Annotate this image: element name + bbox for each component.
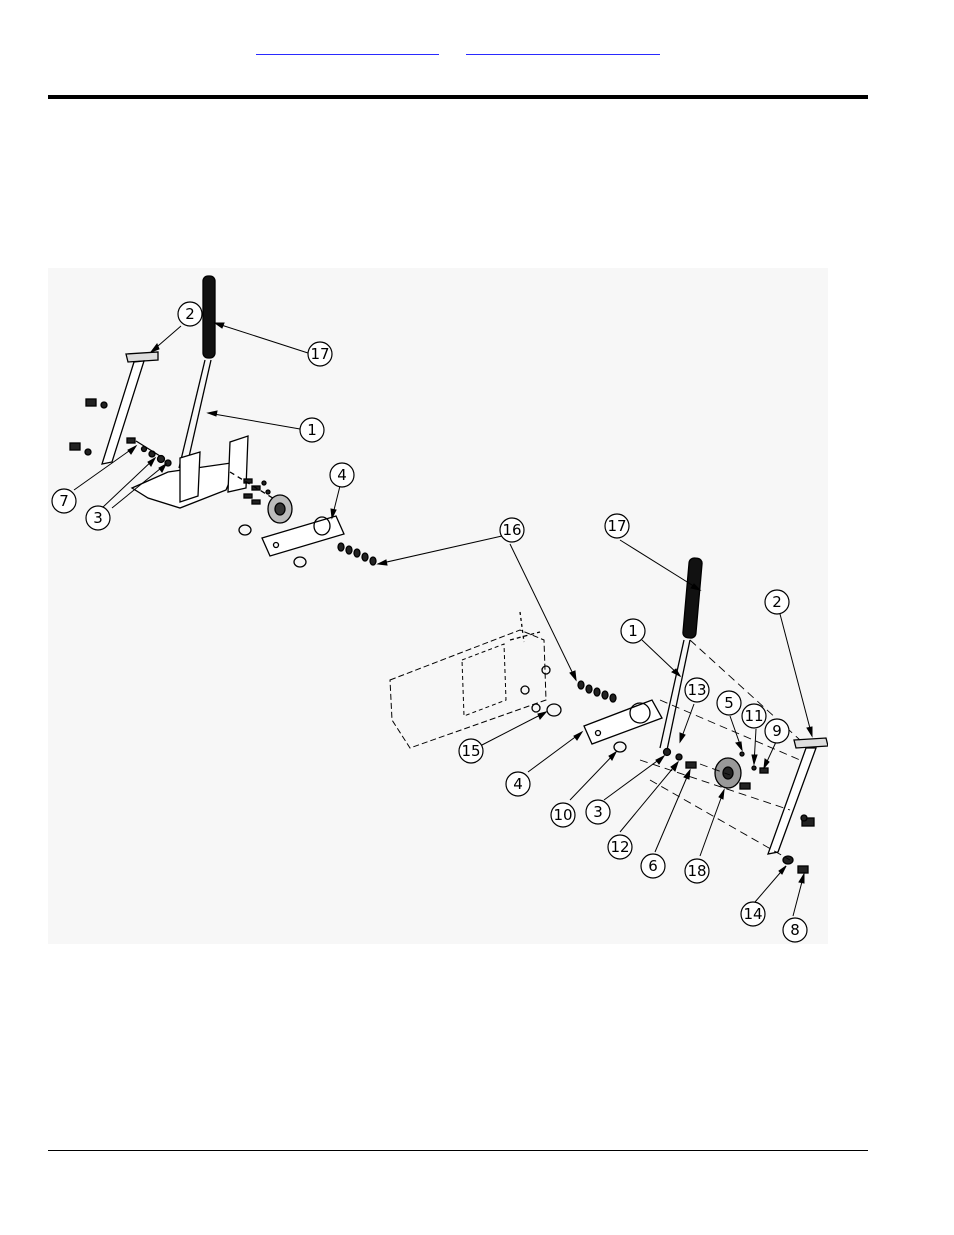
callout-3: 3: [593, 803, 603, 821]
callout-3: 3: [93, 509, 103, 527]
callout-2: 2: [772, 593, 782, 611]
callout-17: 17: [607, 517, 626, 535]
footer-rule: [48, 1150, 868, 1151]
callout-8: 8: [790, 921, 800, 939]
callout-16: 16: [502, 521, 521, 539]
callout-2: 2: [185, 305, 195, 323]
header-link-2[interactable]: [466, 42, 660, 55]
callout-4: 4: [337, 466, 347, 484]
header-rule: [48, 95, 868, 99]
parts-diagram: 2 17 1 7 3 4 16 17 1 2 13 5 11 9 15 4 10…: [48, 268, 828, 944]
callout-17: 17: [310, 345, 329, 363]
callout-5: 5: [724, 694, 734, 712]
header-link-1[interactable]: [256, 42, 439, 55]
callout-9: 9: [772, 722, 782, 740]
callout-13: 13: [687, 681, 706, 699]
callout-7: 7: [59, 492, 69, 510]
callout-1: 1: [628, 622, 638, 640]
callout-6: 6: [648, 857, 658, 875]
callout-10: 10: [553, 806, 572, 824]
callout-4: 4: [513, 775, 523, 793]
callout-1: 1: [307, 421, 317, 439]
callout-15: 15: [461, 742, 480, 760]
callout-18: 18: [687, 862, 706, 880]
callout-12: 12: [610, 838, 629, 856]
callout-11: 11: [744, 707, 763, 725]
callout-14: 14: [743, 905, 762, 923]
